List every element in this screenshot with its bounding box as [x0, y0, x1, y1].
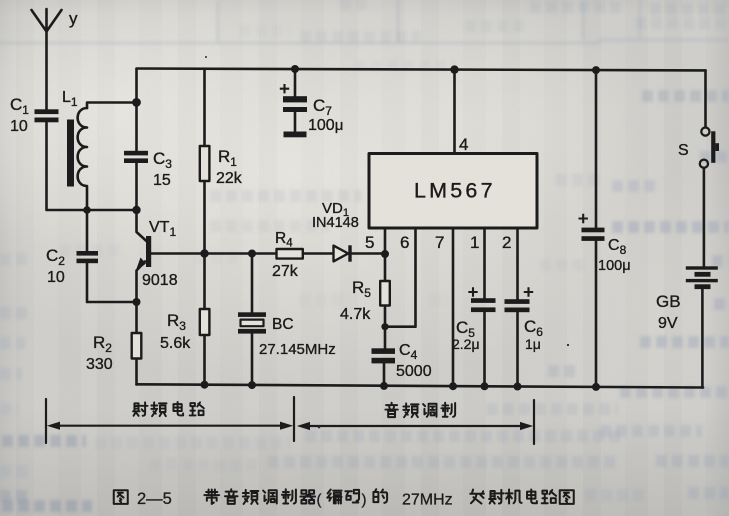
- svg-text:100μ: 100μ: [598, 258, 631, 274]
- svg-text:100μ: 100μ: [308, 117, 343, 134]
- svg-text:2—5: 2—5: [137, 490, 172, 508]
- svg-text:IN4148: IN4148: [312, 215, 359, 231]
- svg-text:330: 330: [86, 356, 113, 373]
- svg-text:15: 15: [153, 172, 171, 189]
- svg-text:9V: 9V: [658, 315, 678, 332]
- svg-text:R5: R5: [352, 278, 371, 300]
- svg-text:C8: C8: [608, 237, 627, 257]
- svg-text:(: (: [317, 492, 322, 509]
- svg-text:1: 1: [470, 233, 479, 252]
- svg-text:1μ: 1μ: [525, 336, 541, 352]
- svg-text:R3: R3: [167, 311, 186, 333]
- svg-text:2.2μ: 2.2μ: [452, 336, 480, 352]
- svg-text:S: S: [678, 142, 689, 159]
- svg-text:C2: C2: [46, 246, 65, 268]
- svg-text:4: 4: [459, 135, 468, 154]
- svg-text:C7: C7: [313, 96, 332, 118]
- svg-text:5.6k: 5.6k: [160, 335, 191, 352]
- svg-text:BC: BC: [272, 316, 294, 333]
- svg-text:R1: R1: [218, 147, 237, 169]
- svg-text:10: 10: [47, 269, 65, 286]
- svg-text:6: 6: [400, 233, 409, 252]
- svg-text:L1: L1: [62, 89, 78, 109]
- svg-text:C3: C3: [153, 149, 172, 171]
- svg-text:4.7k: 4.7k: [340, 306, 371, 323]
- svg-text:C4: C4: [399, 342, 418, 362]
- svg-text:VD1: VD1: [322, 200, 349, 219]
- svg-text:VT1: VT1: [149, 219, 176, 239]
- svg-text:27.145MHz: 27.145MHz: [259, 341, 336, 358]
- svg-text:): ): [362, 492, 367, 509]
- svg-text:5000: 5000: [396, 363, 432, 380]
- svg-text:5: 5: [365, 233, 374, 252]
- svg-text:y: y: [69, 9, 78, 28]
- svg-text:R4: R4: [275, 230, 293, 250]
- svg-text:9018: 9018: [142, 272, 178, 289]
- svg-text:R2: R2: [93, 333, 112, 355]
- svg-text:22k: 22k: [216, 170, 243, 187]
- svg-text:10: 10: [10, 118, 28, 135]
- svg-text:2: 2: [502, 233, 511, 252]
- svg-text:27MHz: 27MHz: [402, 492, 453, 509]
- svg-text:LM567: LM567: [414, 179, 496, 203]
- svg-text:GB: GB: [656, 292, 681, 311]
- svg-text:C1: C1: [10, 95, 29, 117]
- svg-text:7: 7: [435, 233, 444, 252]
- svg-text:27k: 27k: [272, 263, 299, 280]
